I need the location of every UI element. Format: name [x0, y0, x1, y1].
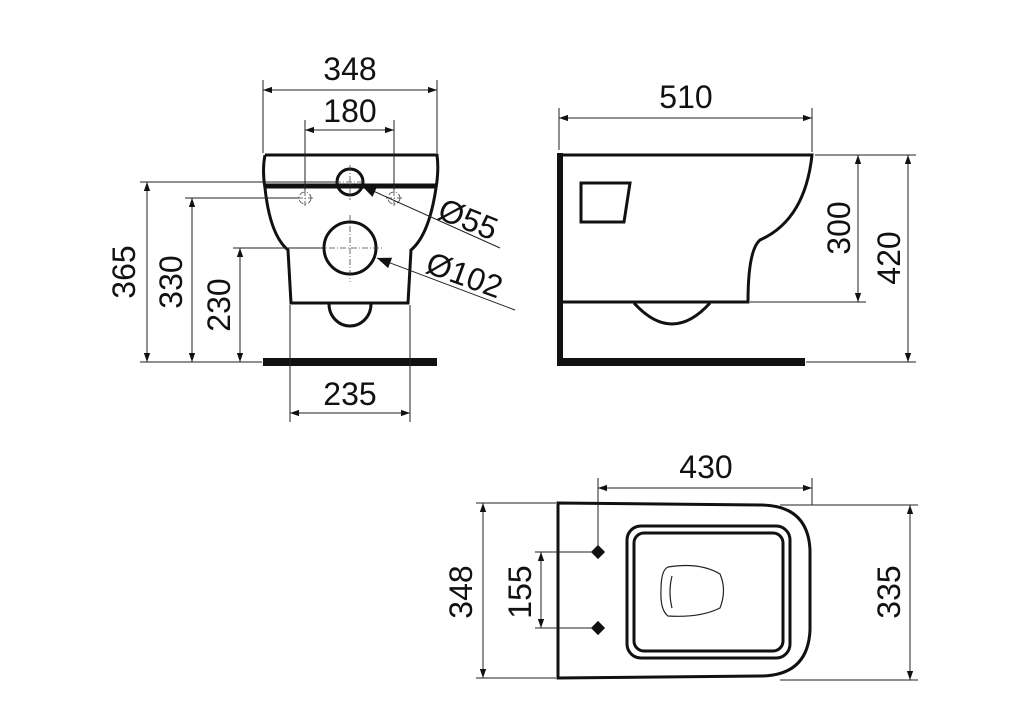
dim-top-seat-width: 335 [871, 565, 907, 618]
dim-front-height-outlet: 230 [201, 278, 237, 331]
side-outlet-arc [632, 301, 712, 326]
bowl-body [263, 187, 438, 305]
dim-side-total-height: 420 [871, 231, 907, 284]
dim-front-width-bottom: 235 [323, 376, 376, 412]
dim-front-width-top: 348 [323, 51, 376, 87]
floor-bar-side [557, 358, 805, 366]
dim-front-height-inlet: 365 [106, 245, 142, 298]
fixing-point-top [590, 544, 606, 560]
dim-front-height-fixings: 330 [153, 255, 189, 308]
fixing-point-bottom [590, 620, 606, 636]
tank-window [579, 181, 632, 224]
top-view: 430 348 155 335 [443, 449, 918, 681]
side-view: 510 300 420 [557, 79, 916, 366]
floor-bar [263, 358, 437, 366]
dim-top-depth-to-fixings: 430 [679, 449, 732, 485]
seat-outer [625, 524, 792, 660]
rim-outline [262, 153, 440, 189]
outlet-arc [327, 303, 373, 328]
dim-side-body-height: 300 [821, 201, 857, 254]
top-outline [556, 501, 812, 680]
front-view: 348 180 235 365 330 230 Ø55 Ø102 [106, 51, 516, 422]
bowl-opening [660, 564, 725, 617]
dim-inlet-diameter: Ø55 [433, 191, 503, 247]
dim-top-fixing-spacing: 155 [502, 565, 538, 618]
side-body [560, 153, 814, 304]
dim-outlet-diameter: Ø102 [422, 245, 508, 306]
seat-inner [632, 531, 785, 653]
dim-top-width: 348 [443, 565, 479, 618]
dim-front-fixing-spacing: 180 [323, 93, 376, 129]
dim-side-depth: 510 [659, 79, 712, 115]
